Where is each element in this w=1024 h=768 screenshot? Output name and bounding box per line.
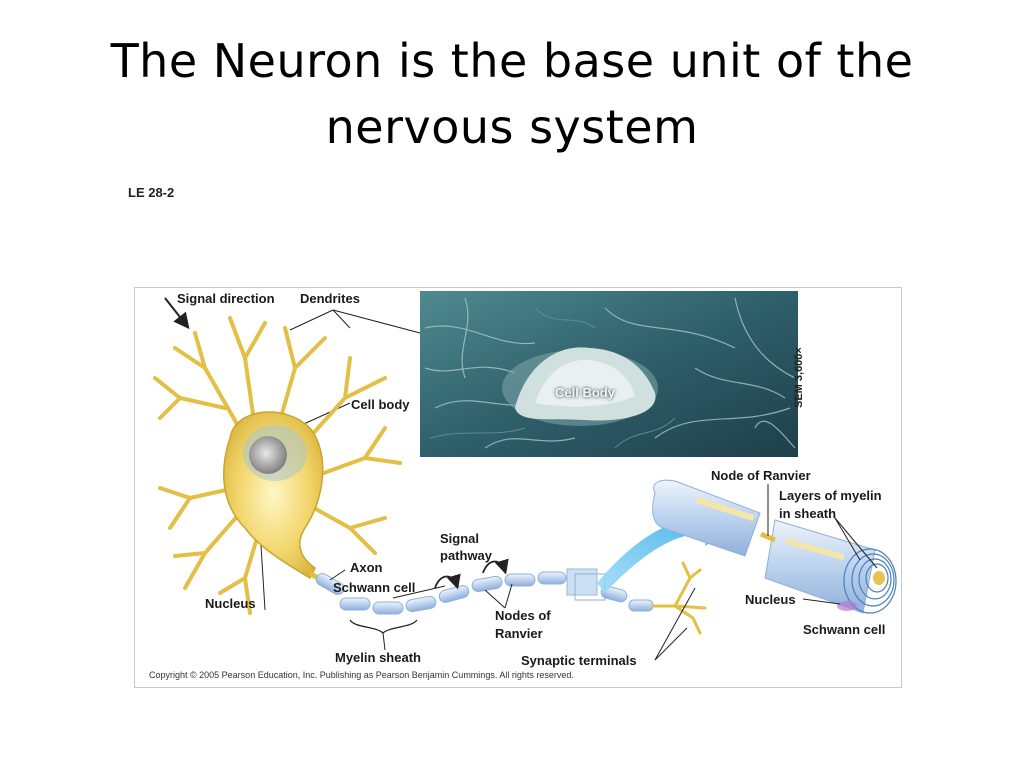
slide-title-line-1: The Neuron is the base unit of the [110,34,914,88]
myelin-sheath-label: Myelin sheath [335,650,421,665]
axon-label: Axon [350,560,383,575]
cell-body-label: Cell body [351,397,410,412]
nodes-of-ranvier-label-line-2: Ranvier [495,626,543,641]
neuron-illustration [153,291,897,661]
schwann-cell-label-right: Schwann cell [803,622,886,637]
synaptic-terminals-label: Synaptic terminals [521,653,637,668]
copyright-notice: Copyright © 2005 Pearson Education, Inc.… [149,670,574,680]
signal-direction-arrow [164,297,190,330]
node-of-ranvier-label: Node of Ranvier [711,468,811,483]
signal-pathway-label-line-2: pathway [440,548,493,563]
slide-title: The Neuron is the base unit of the nervo… [62,28,962,160]
layers-of-myelin-label-line-2: in sheath [779,506,837,521]
figure-leaders [329,569,696,661]
photo-cell-body-label: Cell Body [555,385,615,400]
nucleus-label-right: Nucleus [745,592,796,607]
enlarged-leaders [767,484,878,605]
sem-magnification-label: SEM 3,600× [793,347,805,408]
nucleus-label: Nucleus [205,596,256,611]
dendrites [153,316,402,615]
micrograph-photo [420,291,798,457]
figure-id: LE 28-2 [128,185,175,200]
schwann-cell-label-left: Schwann cell [333,580,416,595]
signal-pathway-label-line-1: Signal [440,531,480,546]
myelin-brace [349,619,418,634]
signal-direction-label: Signal direction [177,291,275,306]
enlarged-axon [652,479,897,614]
synaptic-terminals [651,561,707,635]
neuron-figure: Cell Body SEM 3,600× Signal direction De… [134,287,902,688]
dendrites-label: Dendrites [300,291,360,306]
slide-title-line-2: nervous system [325,100,699,154]
signal-pathway-arrows [434,558,509,590]
nucleus [249,436,287,474]
myelin-sheath [315,571,654,615]
myelin-layers [843,548,897,614]
nodes-of-ranvier-label-line-1: Nodes of [495,608,551,623]
layers-of-myelin-label-line-1: Layers of myelin [779,488,882,503]
enlarged-segment-box [566,568,606,601]
